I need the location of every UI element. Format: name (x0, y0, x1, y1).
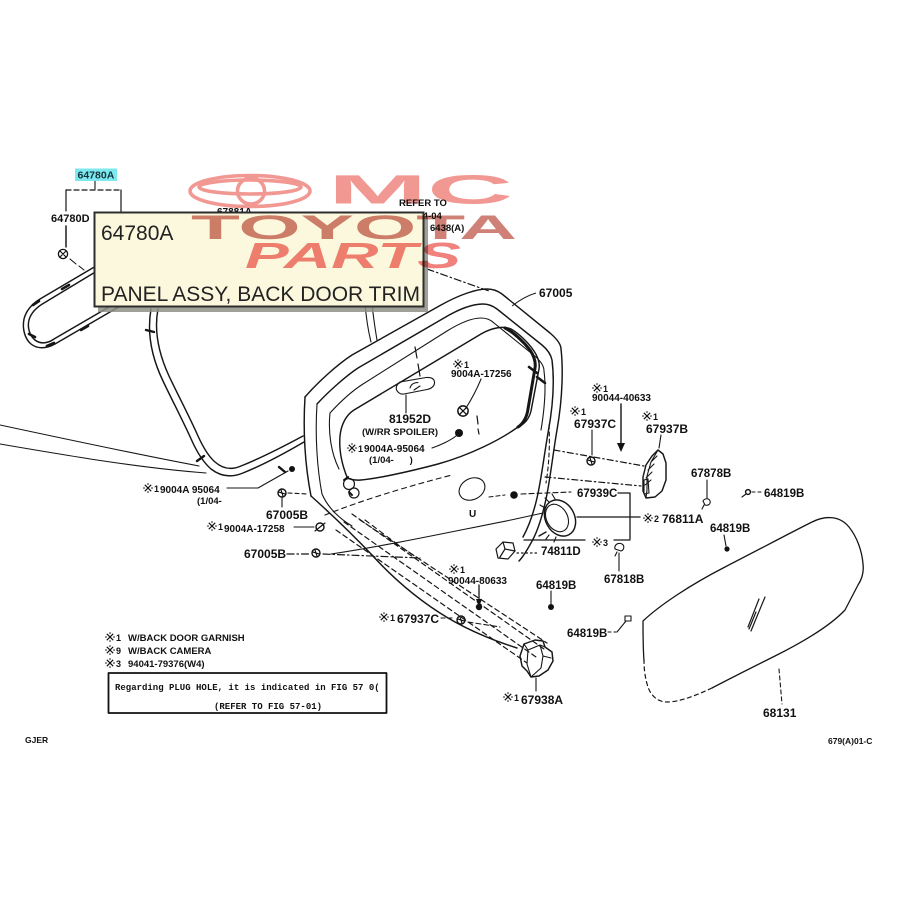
svg-text:1: 1 (390, 613, 395, 623)
svg-text:64780A: 64780A (101, 222, 173, 245)
svg-text:(1/04- ): (1/04- ) (369, 455, 413, 466)
svg-text:W/BACK CAMERA: W/BACK CAMERA (128, 646, 212, 657)
svg-text:9: 9 (116, 646, 121, 656)
svg-text:64780D: 64780D (51, 213, 90, 225)
svg-text:3: 3 (116, 659, 121, 669)
svg-text:MC: MC (328, 167, 513, 213)
svg-text:(1/04-: (1/04- (197, 496, 222, 507)
svg-text:67939C: 67939C (577, 488, 617, 500)
svg-text:679(A)01-C: 679(A)01-C (828, 736, 872, 746)
svg-text:9004A 95064: 9004A 95064 (160, 485, 220, 496)
svg-text:TOYOTA: TOYOTA (191, 209, 517, 247)
svg-text:1: 1 (653, 412, 658, 422)
svg-text:9004A-17258: 9004A-17258 (224, 524, 285, 535)
svg-text:GJER: GJER (25, 735, 48, 745)
svg-text:67878B: 67878B (691, 468, 731, 480)
svg-text:PANEL ASSY, BACK DOOR TRIM: PANEL ASSY, BACK DOOR TRIM (101, 283, 420, 306)
svg-text:67937C: 67937C (574, 417, 616, 431)
svg-text:67005B: 67005B (266, 508, 308, 522)
svg-text:74811D: 74811D (541, 546, 581, 558)
svg-text:67818B: 67818B (604, 574, 644, 586)
svg-text:1: 1 (464, 360, 469, 370)
svg-text:6438(A): 6438(A) (430, 223, 464, 234)
svg-text:1: 1 (218, 522, 223, 532)
svg-text:1: 1 (358, 444, 363, 454)
svg-text:1: 1 (581, 407, 586, 417)
svg-text:1: 1 (460, 565, 465, 575)
svg-text:90044-80633: 90044-80633 (448, 576, 507, 587)
svg-text:1: 1 (514, 693, 519, 703)
svg-text:81952D: 81952D (389, 412, 431, 426)
svg-text:76811A: 76811A (662, 512, 704, 526)
svg-text:9004A-95064: 9004A-95064 (364, 444, 425, 455)
svg-text:1: 1 (154, 484, 159, 494)
svg-text:64819B: 64819B (567, 628, 607, 640)
svg-text:64819B: 64819B (710, 523, 750, 535)
svg-text:68131: 68131 (763, 706, 797, 720)
svg-text:67937C: 67937C (397, 612, 439, 626)
svg-text:67005: 67005 (539, 286, 573, 300)
svg-text:64819B: 64819B (536, 580, 576, 592)
svg-text:3: 3 (603, 538, 608, 548)
svg-text:67937B: 67937B (646, 422, 688, 436)
svg-text:67005B: 67005B (244, 547, 286, 561)
svg-text:90044-40633: 90044-40633 (592, 393, 651, 404)
svg-text:64819B: 64819B (764, 488, 804, 500)
svg-text:(W/RR SPOILER): (W/RR SPOILER) (362, 427, 438, 438)
svg-text:PARTS: PARTS (245, 235, 461, 276)
svg-text:U: U (469, 509, 476, 520)
svg-text:64780A: 64780A (78, 170, 115, 182)
svg-text:94041-79376(W4): 94041-79376(W4) (128, 659, 205, 670)
svg-text:REFER TO: REFER TO (399, 198, 447, 209)
svg-text:Regarding PLUG HOLE, it is ind: Regarding PLUG HOLE, it is indicated in … (115, 683, 380, 693)
svg-text:2: 2 (654, 514, 659, 524)
svg-text:1: 1 (116, 633, 121, 643)
svg-text:W/BACK DOOR GARNISH: W/BACK DOOR GARNISH (128, 633, 245, 644)
svg-text:67938A: 67938A (521, 693, 563, 707)
svg-text:1: 1 (603, 384, 608, 394)
svg-text:(REFER TO FIG 57-01): (REFER TO FIG 57-01) (214, 702, 322, 712)
svg-text:9004A-17256: 9004A-17256 (451, 369, 512, 380)
